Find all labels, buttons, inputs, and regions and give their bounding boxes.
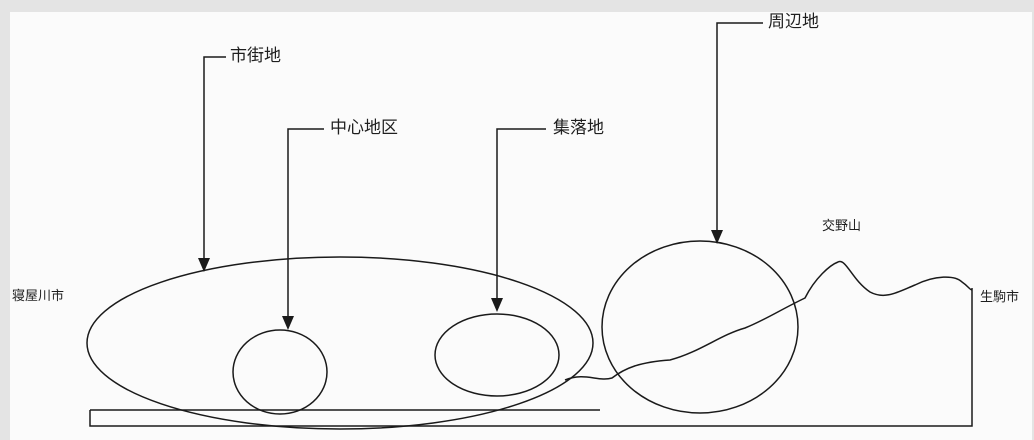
surrounding-area-leader [716,22,763,240]
surrounding-area-circle [601,240,799,414]
central-district-circle [232,329,328,415]
central-district-leader [287,128,324,326]
central-district-label: 中心地区 [330,118,398,138]
village-circle [434,313,560,397]
urban-area-label: 市街地 [230,46,281,66]
urban-area-arrow [198,258,210,272]
surrounding-area-label: 周辺地 [768,12,819,32]
mountain-label: 交野山 [822,219,862,234]
urban-area-ellipse [86,256,594,430]
right-city-label: 生駒市 [980,290,1020,305]
surrounding-area-arrow [711,230,723,244]
urban-area-leader [203,56,226,268]
central-district-arrow [282,316,294,330]
village-leader [496,128,546,308]
ground-base [89,288,973,427]
village-arrow [491,298,503,312]
village-label: 集落地 [553,118,604,138]
left-city-label: 寝屋川市 [12,289,65,304]
diagram-canvas: 市街地 中心地区 集落地 周辺地 交野山 寝屋川市 生駒市 [10,12,1032,440]
terrain-profile [564,260,973,381]
diagram-drawing [86,22,973,430]
